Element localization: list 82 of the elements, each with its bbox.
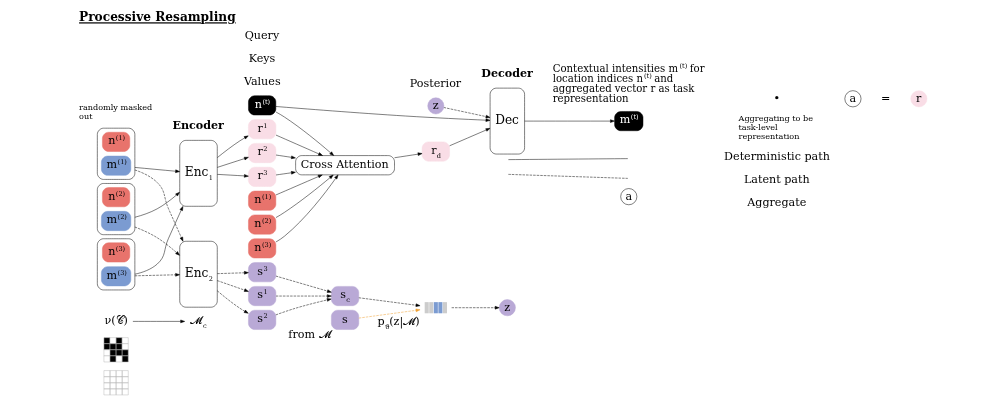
label: Values bbox=[243, 74, 281, 88]
arrow bbox=[275, 111, 334, 156]
legend-label: Deterministic path bbox=[724, 150, 830, 164]
arrow bbox=[275, 275, 332, 293]
node-text: 𝓜$_{c}$ bbox=[190, 313, 207, 330]
label: Encoder bbox=[172, 119, 224, 133]
arrow bbox=[217, 290, 249, 314]
arrow bbox=[275, 298, 332, 316]
label: Keys bbox=[248, 52, 276, 66]
node-box: Enc$_{2}$ bbox=[179, 241, 218, 308]
arrow bbox=[132, 319, 185, 324]
node-label: from 𝓜 bbox=[288, 328, 331, 342]
node-circle: z bbox=[498, 299, 516, 317]
arrow bbox=[275, 294, 332, 298]
node-box: n$^{(1)}$ bbox=[102, 132, 131, 152]
node-box: s$^{2}$ bbox=[248, 310, 277, 330]
node-box: m$^{(t)}$ bbox=[614, 111, 644, 131]
node-box: n$^{(1)}$ bbox=[248, 190, 277, 211]
arrow bbox=[217, 135, 249, 158]
label: Decoder bbox=[481, 66, 533, 80]
arrow bbox=[524, 119, 615, 123]
arrow bbox=[275, 134, 323, 156]
node-circle: a bbox=[844, 90, 862, 108]
node-label: p$_{ϑ}$(z|𝓜) bbox=[377, 315, 420, 332]
arrow bbox=[275, 174, 334, 218]
arrow bbox=[275, 154, 296, 159]
arrow bbox=[134, 192, 180, 218]
arrow bbox=[451, 306, 500, 310]
label: • bbox=[773, 91, 781, 105]
arrow bbox=[358, 297, 421, 307]
cluster bbox=[97, 127, 136, 180]
label: Aggregating to be task-level representation bbox=[738, 112, 814, 142]
label: Contextual intensities m$^{(t)}$ for location indices n$^{(t)}$ and aggregated vector r as task representation bbox=[552, 61, 705, 105]
label: Query bbox=[244, 29, 280, 43]
arrow bbox=[449, 128, 491, 147]
legend-label: Latent path bbox=[743, 173, 810, 187]
arrow bbox=[217, 280, 249, 292]
node-box: s bbox=[331, 310, 359, 330]
cluster bbox=[97, 183, 136, 235]
label: = bbox=[881, 91, 891, 105]
node-box: n$^{(2)}$ bbox=[248, 214, 277, 235]
node-box: n$^{(3)}$ bbox=[248, 238, 277, 259]
node-circle: z bbox=[427, 97, 445, 115]
node-box: m$^{(3)}$ bbox=[101, 266, 132, 287]
node-box: Enc$_{1}$ bbox=[179, 140, 218, 207]
arrow bbox=[394, 152, 423, 158]
cluster bbox=[97, 238, 136, 291]
label: Posterior bbox=[409, 76, 462, 90]
label: randomly masked out bbox=[79, 102, 153, 122]
diagram-title: Processive Resampling bbox=[79, 10, 236, 25]
node-circle: a bbox=[620, 188, 638, 206]
node-text: ν(𝒞) bbox=[104, 314, 128, 328]
node-box: r$^{3}$ bbox=[248, 167, 277, 187]
node-box: r$_{d}$ bbox=[421, 141, 450, 162]
arrow bbox=[443, 107, 491, 119]
node-box: n$^{(2)}$ bbox=[102, 187, 131, 208]
node-circle: r bbox=[910, 90, 928, 108]
node-box: s$_{c}$ bbox=[331, 286, 359, 306]
arrow bbox=[358, 308, 421, 319]
node-box: s$^{1}$ bbox=[248, 286, 277, 306]
arrow bbox=[134, 273, 180, 277]
node-box: r$^{1}$ bbox=[248, 119, 277, 140]
arrow bbox=[134, 226, 180, 256]
node-box: m$^{(1)}$ bbox=[101, 155, 132, 176]
arrow bbox=[275, 106, 491, 122]
node-box: m$^{(2)}$ bbox=[101, 211, 132, 231]
arrow bbox=[134, 169, 184, 242]
node-box: Cross Attention bbox=[295, 155, 395, 176]
arrow bbox=[134, 167, 180, 173]
node-box: n$^{(t)}$ bbox=[248, 95, 277, 116]
arrow bbox=[134, 206, 184, 275]
arrow bbox=[217, 174, 249, 178]
node-box: n$^{(3)}$ bbox=[102, 242, 131, 263]
node-box: Dec bbox=[489, 87, 525, 155]
node-box: r$^{2}$ bbox=[248, 143, 277, 163]
arrow bbox=[217, 271, 249, 275]
node-box: s$^{3}$ bbox=[248, 262, 277, 283]
arrow bbox=[275, 174, 323, 196]
legend-label: Aggregate bbox=[747, 196, 807, 210]
arrow bbox=[275, 171, 296, 176]
arrow bbox=[217, 156, 249, 168]
arrow bbox=[275, 174, 339, 243]
